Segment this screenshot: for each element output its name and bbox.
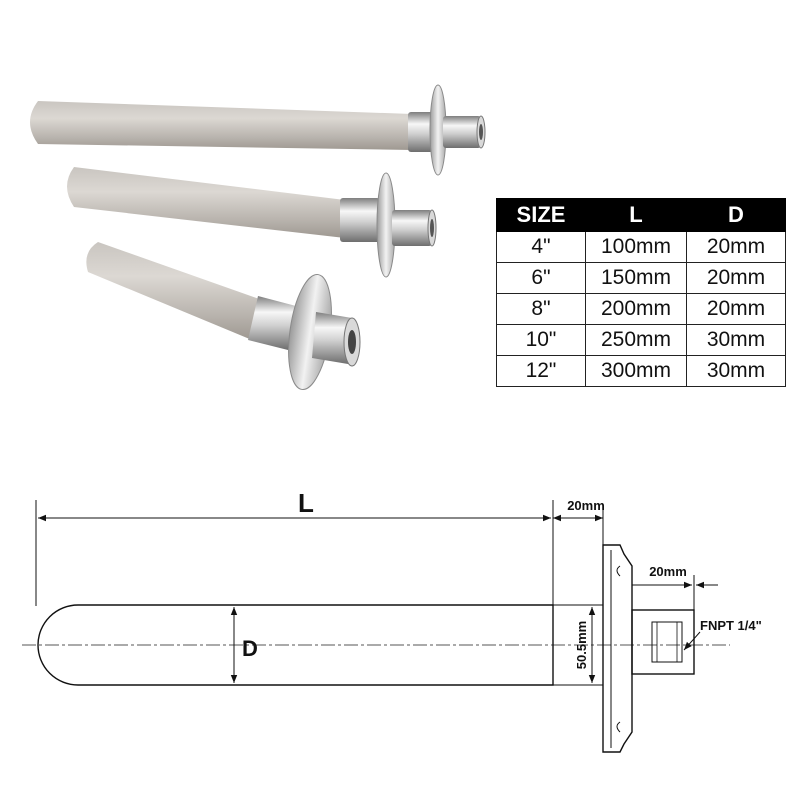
cell-diameter: 20mm (686, 293, 786, 325)
cell-length: 200mm (585, 293, 687, 325)
cell-size: 4" (496, 231, 586, 263)
cell-diameter: 30mm (686, 324, 786, 356)
fitting-length-label: 20mm (649, 564, 687, 579)
cell-length: 150mm (585, 262, 687, 294)
filter-tube-4in (86, 242, 361, 391)
product-photo (30, 84, 486, 391)
filter-tube-8in (67, 167, 437, 278)
table-row: 6" 150mm 20mm (496, 262, 786, 294)
flange-outline (602, 544, 633, 753)
table-header-row: SIZE L D (496, 198, 786, 232)
table-row: 12" 300mm 30mm (496, 355, 786, 387)
cell-length: 100mm (585, 231, 687, 263)
cell-size: 6" (496, 262, 586, 294)
threaded-fitting (631, 609, 695, 675)
size-table: SIZE L D 4" 100mm 20mm 6" 150mm 20mm 8" … (496, 198, 786, 387)
table-row: 10" 250mm 30mm (496, 324, 786, 356)
cell-diameter: 20mm (686, 231, 786, 263)
flange-diameter-label: 50.5mm (574, 621, 589, 669)
cell-diameter: 20mm (686, 262, 786, 294)
flange-offset-label: 20mm (567, 498, 605, 513)
cell-size: 10" (496, 324, 586, 356)
header-size: SIZE (496, 198, 586, 232)
cell-size: 8" (496, 293, 586, 325)
tube-outline (37, 604, 554, 686)
length-label: L (298, 488, 314, 518)
cell-size: 12" (496, 355, 586, 387)
table-row: 4" 100mm 20mm (496, 231, 786, 263)
diameter-label: D (242, 636, 258, 661)
technical-drawing: L 20mm 20mm D 50.5mm FNPT 1/4" (22, 488, 762, 753)
cell-length: 250mm (585, 324, 687, 356)
header-length: L (585, 198, 687, 232)
thread-label: FNPT 1/4" (700, 618, 762, 633)
header-diameter: D (686, 198, 786, 232)
filter-tube-12in (30, 84, 486, 176)
cell-diameter: 30mm (686, 355, 786, 387)
table-row: 8" 200mm 20mm (496, 293, 786, 325)
cell-length: 300mm (585, 355, 687, 387)
